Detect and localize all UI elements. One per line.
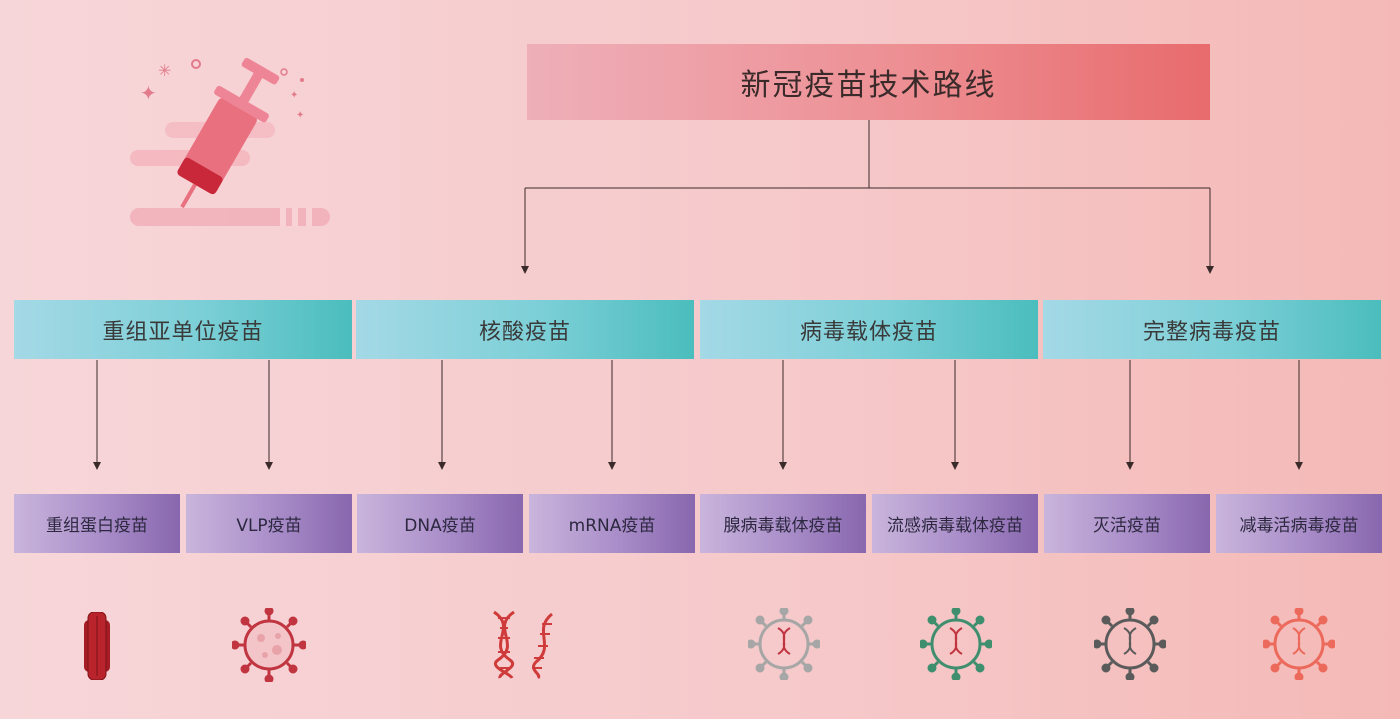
leaf-label: 流感病毒载体疫苗 <box>887 516 1023 536</box>
category-node: 核酸疫苗 <box>356 300 694 359</box>
category-label: 完整病毒疫苗 <box>1142 319 1281 345</box>
svg-text:✦: ✦ <box>296 110 304 121</box>
category-node: 病毒载体疫苗 <box>700 300 1038 359</box>
leaf-label: 减毒活病毒疫苗 <box>1239 516 1359 536</box>
svg-text:✳: ✳ <box>158 61 171 80</box>
leaf-node: mRNA疫苗 <box>529 494 695 553</box>
dna-helix-icon <box>493 610 554 680</box>
leaf-node: VLP疫苗 <box>186 494 352 553</box>
svg-text:✦: ✦ <box>290 90 298 101</box>
category-label: 核酸疫苗 <box>478 319 571 345</box>
category-node: 重组亚单位疫苗 <box>14 300 352 359</box>
attenuated-virus-icon <box>1263 608 1335 680</box>
root-node: 新冠疫苗技术路线 <box>527 44 1210 120</box>
inactivated-virus-icon <box>1094 608 1166 680</box>
protein-icon <box>84 612 110 680</box>
category-label: 重组亚单位疫苗 <box>102 319 264 345</box>
leaf-label: 重组蛋白疫苗 <box>46 516 148 536</box>
vlp-virus-icon <box>232 608 306 682</box>
category-label: 病毒载体疫苗 <box>799 319 938 345</box>
leaf-node: 流感病毒载体疫苗 <box>872 494 1038 553</box>
leaf-node: 减毒活病毒疫苗 <box>1216 494 1382 553</box>
category-node: 完整病毒疫苗 <box>1043 300 1381 359</box>
leaf-node: 腺病毒载体疫苗 <box>700 494 866 553</box>
leaf-node: 灭活疫苗 <box>1044 494 1210 553</box>
syringe-icon: ✦ ✳ ✦ ✦ <box>130 57 330 226</box>
leaf-label: 腺病毒载体疫苗 <box>723 516 843 536</box>
svg-text:✦: ✦ <box>140 81 157 105</box>
leaf-label: 灭活疫苗 <box>1093 516 1161 536</box>
leaf-label: DNA疫苗 <box>404 516 476 536</box>
influenza-virus-icon <box>920 608 992 680</box>
leaf-node: DNA疫苗 <box>357 494 523 553</box>
leaf-node: 重组蛋白疫苗 <box>14 494 180 553</box>
adenovirus-icon <box>748 608 820 680</box>
leaf-label: VLP疫苗 <box>236 516 302 536</box>
root-title: 新冠疫苗技术路线 <box>740 68 997 103</box>
leaf-label: mRNA疫苗 <box>568 516 656 536</box>
